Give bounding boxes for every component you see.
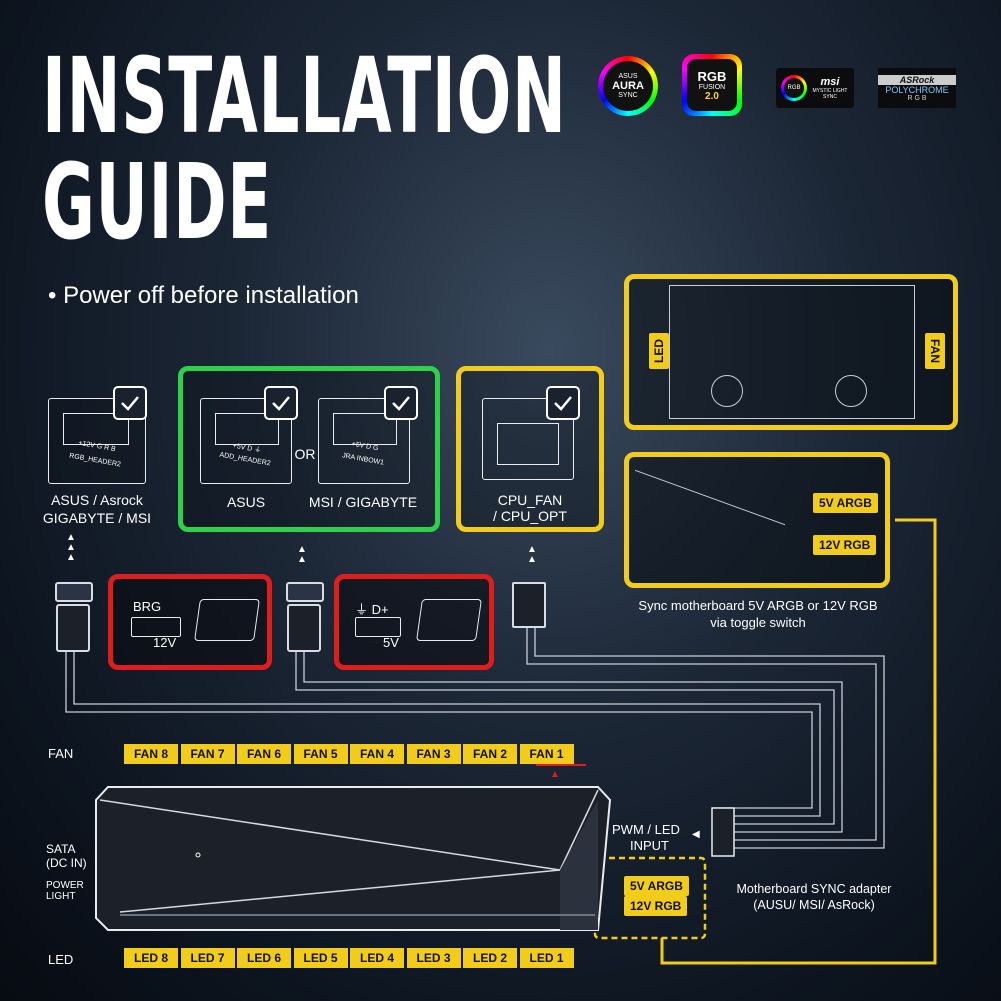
led-port-4: LED 4 [350, 948, 404, 968]
msi-l1: RGB [784, 78, 804, 98]
rgb-plug-body [56, 604, 90, 652]
check-msi-header [384, 386, 418, 420]
fusion-l2: FUSION [698, 83, 726, 91]
argb-header-group [178, 366, 440, 532]
argb-plug [286, 582, 324, 602]
msi-l2: msi [820, 76, 840, 88]
asrock-l2: POLYCHROME [885, 84, 949, 95]
msi-l3: MYSTIC LIGHT SYNC [812, 88, 848, 100]
msi-header-card: +5V D G JRA INBOW1 [318, 398, 410, 484]
fusion-l3: 2.0 [705, 90, 719, 102]
argb-plug-body [287, 604, 321, 652]
cpu-header-card [482, 398, 574, 480]
switch-12v-rgb: 12V RGB [813, 535, 877, 555]
wire-rgb [65, 648, 813, 809]
left-arrow-icon: ◀ [692, 829, 700, 840]
adapter-caption-1: Motherboard SYNC adapter [736, 882, 892, 896]
cpu-caption-2: / CPU_OPT [493, 508, 567, 524]
up-arrow-icon: ▲▲ [297, 544, 307, 565]
led-port-1: LED 1 [519, 948, 574, 968]
pwm-label-2: INPUT [630, 838, 669, 853]
up-arrow-icon: ▲▲▲ [66, 532, 76, 563]
fan-port-2: FAN 2 [463, 744, 517, 764]
fusion-l1: RGB [697, 68, 727, 84]
aura-l3: SYNC [618, 92, 638, 99]
fan-port-1: FAN 1 [519, 744, 574, 764]
asrock-polychrome-logo: ASRock POLYCHROME R G B [878, 68, 956, 108]
brg-label: BRG [133, 599, 162, 614]
led-port-6: LED 6 [237, 948, 291, 968]
fan1-marker [536, 764, 586, 766]
rgb-plug [55, 582, 93, 602]
or-label: OR [294, 446, 316, 462]
toggle-switch-box: 5V ARGB 12V RGB [624, 452, 890, 606]
wire-cpu [526, 625, 877, 841]
asrock-l1: ASRock [878, 74, 956, 85]
hub-12v-rgb: 12V RGB [624, 896, 688, 916]
d-plus-voltage: 5V [383, 635, 399, 650]
cpu-caption-1: CPU_FAN [497, 492, 563, 508]
hub-5v-argb: 5V ARGB [624, 876, 689, 896]
fan-row-label: FAN [48, 746, 74, 761]
d-5v-connector-box: ⏚ D+ 5V [334, 574, 494, 670]
fan1-arrow-icon: ▲ [550, 769, 560, 780]
asrock-l3: R G B [907, 94, 927, 102]
check-asus-header [264, 386, 298, 420]
led-port-5: LED 5 [293, 948, 348, 968]
aura-l2: AURA [612, 80, 644, 92]
hub-body [95, 786, 612, 931]
power-light-label: POWER LIGHT [46, 880, 84, 902]
msi-mystic-light-logo: RGB msi MYSTIC LIGHT SYNC [776, 68, 854, 108]
fan-port-6: FAN 6 [237, 744, 291, 764]
fan-port-3: FAN 3 [406, 744, 461, 764]
aura-l1: ASUS [618, 73, 638, 80]
fan-port-8: FAN 8 [124, 744, 178, 764]
switch-caption-1: Sync motherboard 5V ARGB or 12V RGB [638, 598, 878, 613]
d-plus-label: ⏚ D+ [355, 602, 389, 617]
led-port-3: LED 3 [406, 948, 461, 968]
check-rgb-header [113, 386, 147, 420]
fan-port-7: FAN 7 [180, 744, 235, 764]
switch-caption-2: via toggle switch [710, 615, 806, 630]
fan-port-5: FAN 5 [293, 744, 348, 764]
cpu-fan-plug [512, 582, 546, 628]
title-line-2: GUIDE [42, 141, 272, 263]
msi-caption: MSI / GIGABYTE [308, 494, 418, 510]
led-tag: LED [649, 333, 669, 369]
brg-voltage: 12V [153, 635, 177, 650]
up-arrow-icon: ▲▲ [527, 544, 537, 565]
rgb-fusion-logo: RGB FUSION 2.0 [682, 54, 742, 116]
switch-5v-argb: 5V ARGB [813, 493, 878, 513]
brg-12v-connector-box: BRG 12V [108, 574, 272, 670]
check-cpu-header [546, 386, 580, 420]
asus-aura-sync-logo: ASUS AURA SYNC [598, 56, 658, 116]
title-line-1: INSTALLATION [42, 35, 567, 157]
led-port-8: LED 8 [124, 948, 178, 968]
led-port-7: LED 7 [180, 948, 235, 968]
wire-argb [295, 648, 835, 825]
sync-adapter-connector [711, 807, 735, 857]
led-row-label: LED [48, 952, 74, 967]
asus-header-card: +5V D ⏚ ADD_HEADER2 [200, 398, 292, 484]
power-off-note: • Power off before installation [48, 282, 359, 309]
wire-yellow [660, 518, 937, 965]
asus-caption: ASUS [226, 494, 266, 510]
rgb-header-caption-2: GIGABYTE / MSI [42, 510, 152, 526]
fan-port-4: FAN 4 [350, 744, 404, 764]
fan-led-board-box: LED FAN [624, 274, 958, 430]
fan-tag: FAN [925, 333, 945, 369]
pwm-label-1: PWM / LED [612, 822, 680, 837]
adapter-caption-2: (AUSU/ MSI/ AsRock) [753, 898, 875, 912]
led-port-2: LED 2 [463, 948, 517, 968]
rgb-header-caption-1: ASUS / Asrock [51, 492, 143, 508]
sata-label: SATA (DC IN) [46, 842, 87, 870]
